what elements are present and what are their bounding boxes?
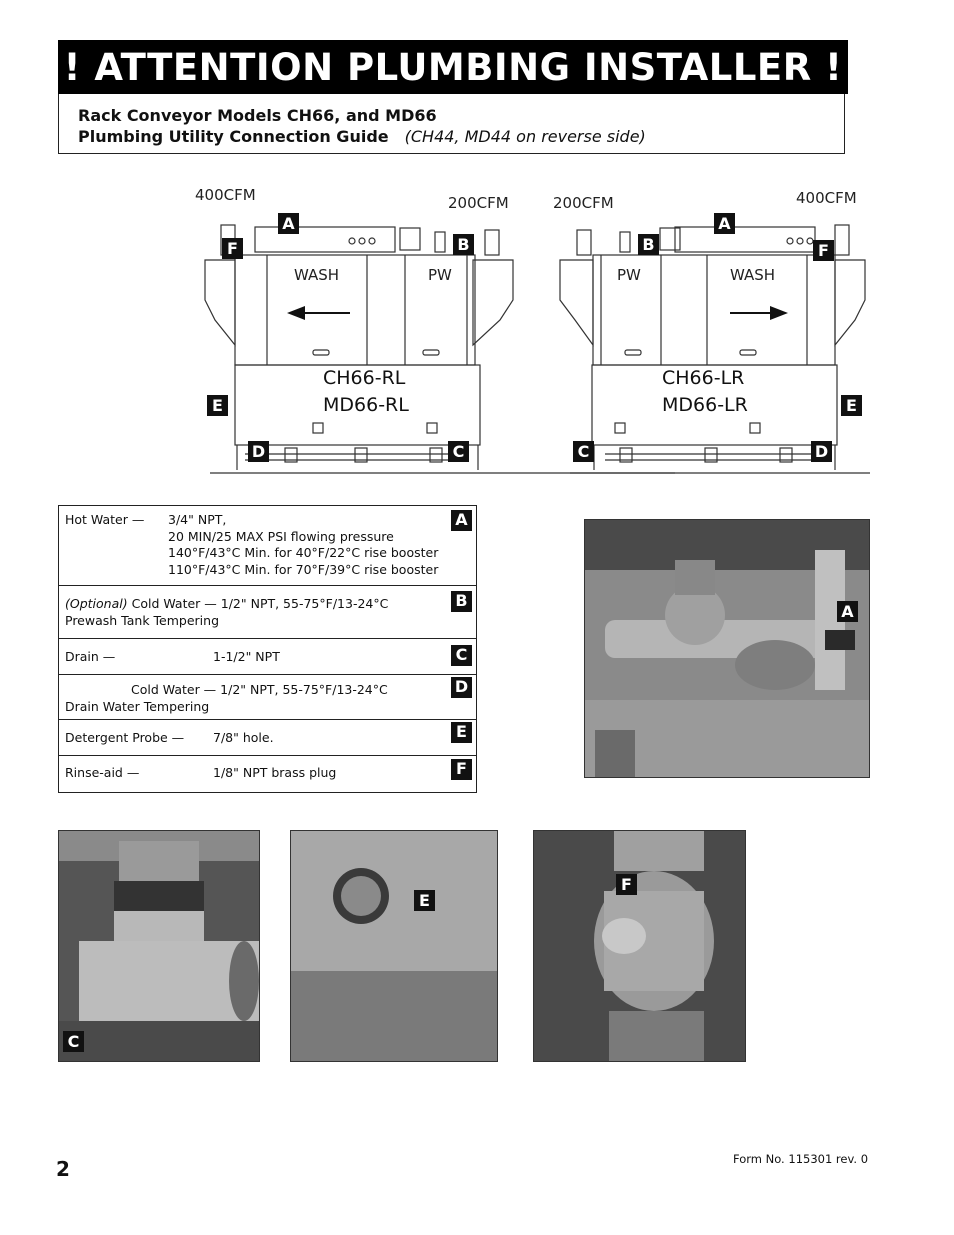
rl-model-label: CH66-RL MD66-RL <box>323 365 409 419</box>
subtitle-note: (CH44, MD44 on reverse side) <box>404 127 646 146</box>
lr-model-ch: CH66-LR <box>662 367 745 389</box>
lr-badge-e: E <box>841 395 862 416</box>
spec-badge-b: B <box>451 591 472 612</box>
spec-row-b: (Optional) Cold Water — 1/2" NPT, 55-75°… <box>59 586 476 639</box>
spec-badge-c: C <box>451 645 472 666</box>
photo-drain-fitting: C <box>58 830 260 1062</box>
photo-detergent-probe-hole: E <box>290 830 498 1062</box>
attention-banner: ! ATTENTION PLUMBING INSTALLER ! <box>58 40 848 94</box>
lr-badge-b: B <box>638 234 659 255</box>
spec-e-label: Detergent Probe — <box>65 730 185 745</box>
photo-e-image <box>291 831 497 1061</box>
spec-b-line1: Cold Water — 1/2" NPT, 55-75°F/13-24°C <box>131 596 389 611</box>
photo-badge-c: C <box>63 1031 84 1052</box>
spec-a-line: 20 MIN/25 MAX PSI flowing pressure <box>168 528 394 544</box>
subtitle-line1: Rack Conveyor Models CH66, and MD66 <box>78 106 437 125</box>
lr-model-md: MD66-LR <box>662 394 748 416</box>
spec-c-label: Drain — <box>65 649 116 664</box>
spec-f-value: 1/8" NPT brass plug <box>213 765 337 780</box>
diagram-rl-drawing <box>204 224 870 474</box>
rl-badge-a: A <box>278 213 299 234</box>
connection-spec-table: Hot Water — 3/4" NPT, 20 MIN/25 MAX PSI … <box>58 505 477 793</box>
spec-row-f: Rinse-aid — 1/8" NPT brass plug F <box>59 756 476 792</box>
photo-badge-e: E <box>414 890 435 911</box>
photo-badge-a: A <box>837 601 858 622</box>
lr-model-label: CH66-LR MD66-LR <box>662 365 748 419</box>
spec-badge-d: D <box>451 677 472 698</box>
rl-badge-d: D <box>248 441 269 462</box>
rl-badge-c: C <box>448 441 469 462</box>
rl-wash-label: WASH <box>294 266 340 284</box>
spec-e-value: 7/8" hole. <box>213 730 274 745</box>
lr-badge-f: F <box>813 240 834 261</box>
lr-badge-a: A <box>714 213 735 234</box>
lr-pw-label: PW <box>617 266 641 284</box>
spec-b-detail: (Optional) Cold Water — 1/2" NPT, 55-75°… <box>65 596 388 629</box>
lr-badge-d: D <box>811 441 832 462</box>
rl-badge-f: F <box>222 238 243 259</box>
spec-d-line1: Cold Water — 1/2" NPT, 55-75°F/13-24°C <box>131 682 388 697</box>
lr-badge-c: C <box>573 441 594 462</box>
spec-a-line: 140°F/43°C Min. for 40°F/22°C rise boost… <box>168 545 439 560</box>
rl-badge-e: E <box>207 395 228 416</box>
spec-c-value: 1-1/2" NPT <box>213 649 280 664</box>
spec-badge-e: E <box>451 722 472 743</box>
spec-a-line: 110°F/43°C Min. for 70°F/39°C rise boost… <box>168 561 439 577</box>
spec-row-e: Detergent Probe — 7/8" hole. E <box>59 720 476 756</box>
subtitle-guide: Plumbing Utility Connection Guide <box>78 127 389 146</box>
photo-hot-water-fitting: A <box>584 519 870 778</box>
photo-a-image <box>585 520 869 777</box>
photo-c-image <box>59 831 259 1061</box>
rl-cfm-400: 400CFM <box>195 186 256 204</box>
spec-b-optional: (Optional) <box>65 596 128 611</box>
form-number: Form No. 115301 rev. 0 <box>733 1152 869 1166</box>
spec-f-label: Rinse-aid — <box>65 765 140 780</box>
lr-cfm-200: 200CFM <box>553 194 614 212</box>
spec-a-detail: 3/4" NPT, 20 MIN/25 MAX PSI flowing pres… <box>168 512 438 578</box>
rl-badge-b: B <box>453 234 474 255</box>
page-number: 2 <box>56 1157 70 1181</box>
photo-rinse-aid-plug: F <box>533 830 746 1062</box>
subtitle-box: Rack Conveyor Models CH66, and MD66 Plum… <box>58 94 845 154</box>
rl-model-md: MD66-RL <box>323 394 409 416</box>
spec-row-d: Cold Water — 1/2" NPT, 55-75°F/13-24°C D… <box>59 675 476 720</box>
subtitle-line2: Plumbing Utility Connection Guide (CH44, … <box>78 127 646 146</box>
spec-a-label: Hot Water — <box>65 512 145 527</box>
photo-badge-f: F <box>616 874 637 895</box>
spec-d-line2: Drain Water Tempering <box>65 698 210 714</box>
lr-wash-label: WASH <box>730 266 776 284</box>
rl-pw-label: PW <box>428 266 452 284</box>
photo-f-image <box>534 831 745 1061</box>
spec-badge-f: F <box>451 759 472 780</box>
rl-model-ch: CH66-RL <box>323 367 406 389</box>
spec-row-a: Hot Water — 3/4" NPT, 20 MIN/25 MAX PSI … <box>59 506 476 586</box>
spec-d-detail: Cold Water — 1/2" NPT, 55-75°F/13-24°C D… <box>65 682 388 715</box>
spec-a-line: 3/4" NPT, <box>168 512 227 527</box>
spec-row-c: Drain — 1-1/2" NPT C <box>59 639 476 675</box>
banner-title: ! ATTENTION PLUMBING INSTALLER ! <box>63 45 843 89</box>
rl-cfm-200: 200CFM <box>448 194 509 212</box>
lr-cfm-400: 400CFM <box>796 189 857 207</box>
spec-b-line2: Prewash Tank Tempering <box>65 612 219 628</box>
diagram-rl <box>195 180 885 480</box>
spec-badge-a: A <box>451 510 472 531</box>
